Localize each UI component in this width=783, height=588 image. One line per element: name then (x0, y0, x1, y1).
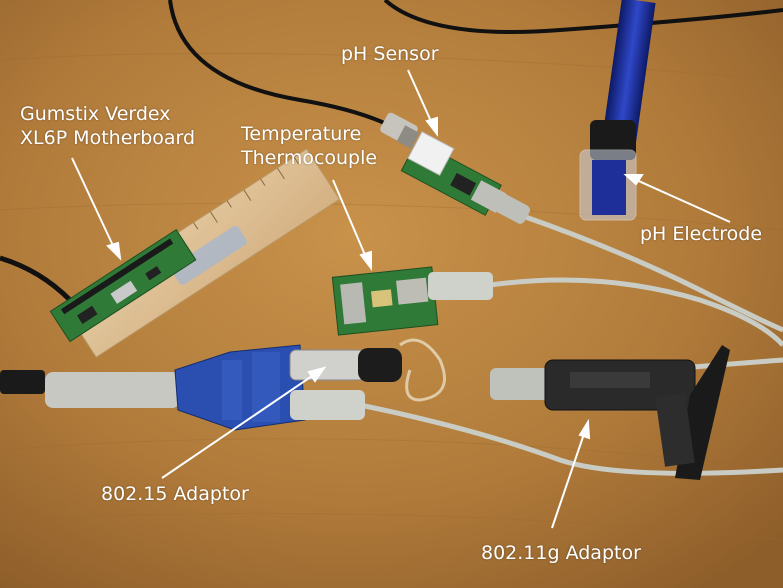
label-802-15-text: 802.15 Adaptor (101, 483, 249, 505)
arrow-802-15 (161, 366, 327, 479)
arrow-ph-electrode (623, 174, 731, 223)
black-cable-top (168, 0, 396, 130)
label-802-15-adaptor: 802.15 Adaptor (101, 482, 249, 506)
label-gumstix: Gumstix Verdex XL6P Motherboard (20, 102, 195, 150)
clear-cable-loop (399, 338, 446, 402)
belkin-802-15-dongle (289, 349, 366, 381)
thermo-usb-plug (428, 272, 493, 300)
arrow-gumstix (71, 157, 122, 261)
usb-plug-left (0, 370, 45, 394)
label-thermocouple-line1: Temperature (241, 123, 362, 145)
label-ph-electrode-text: pH Electrode (640, 223, 763, 245)
label-ph-electrode: pH Electrode (640, 222, 762, 246)
arrow-ph-sensor (407, 69, 438, 137)
label-802-11g-text: 802.11g Adaptor (481, 542, 641, 564)
label-802-11g-adaptor: 802.11g Adaptor (481, 541, 641, 565)
gumstix-motherboard (49, 228, 197, 343)
label-thermocouple: Temperature Thermocouple (241, 122, 377, 170)
annotation-arrows (71, 69, 731, 529)
edimax-logo-area (570, 372, 650, 388)
black-cable-left (0, 255, 72, 302)
belkin-dongle-cap (358, 348, 402, 382)
arrow-802-11g (551, 418, 591, 529)
ph-usb-plug (479, 186, 531, 224)
edimax-usb-plug (490, 368, 550, 400)
label-ph-sensor: pH Sensor (341, 42, 439, 66)
bnc-connector (380, 112, 420, 149)
arrow-thermocouple (332, 179, 372, 271)
label-ph-sensor-text: pH Sensor (341, 43, 439, 65)
label-gumstix-line2: XL6P Motherboard (20, 127, 196, 149)
thermocouple-board (331, 266, 439, 336)
ph-electrode (579, 0, 656, 221)
black-cable-top-right (383, 0, 783, 34)
hub-usb-plug (290, 390, 365, 420)
usb-hub (174, 344, 306, 431)
antenna-base (655, 393, 695, 467)
label-thermocouple-line2: Thermocouple (241, 147, 378, 169)
label-gumstix-line1: Gumstix Verdex (20, 103, 171, 125)
usb-extension-gray (45, 372, 180, 408)
